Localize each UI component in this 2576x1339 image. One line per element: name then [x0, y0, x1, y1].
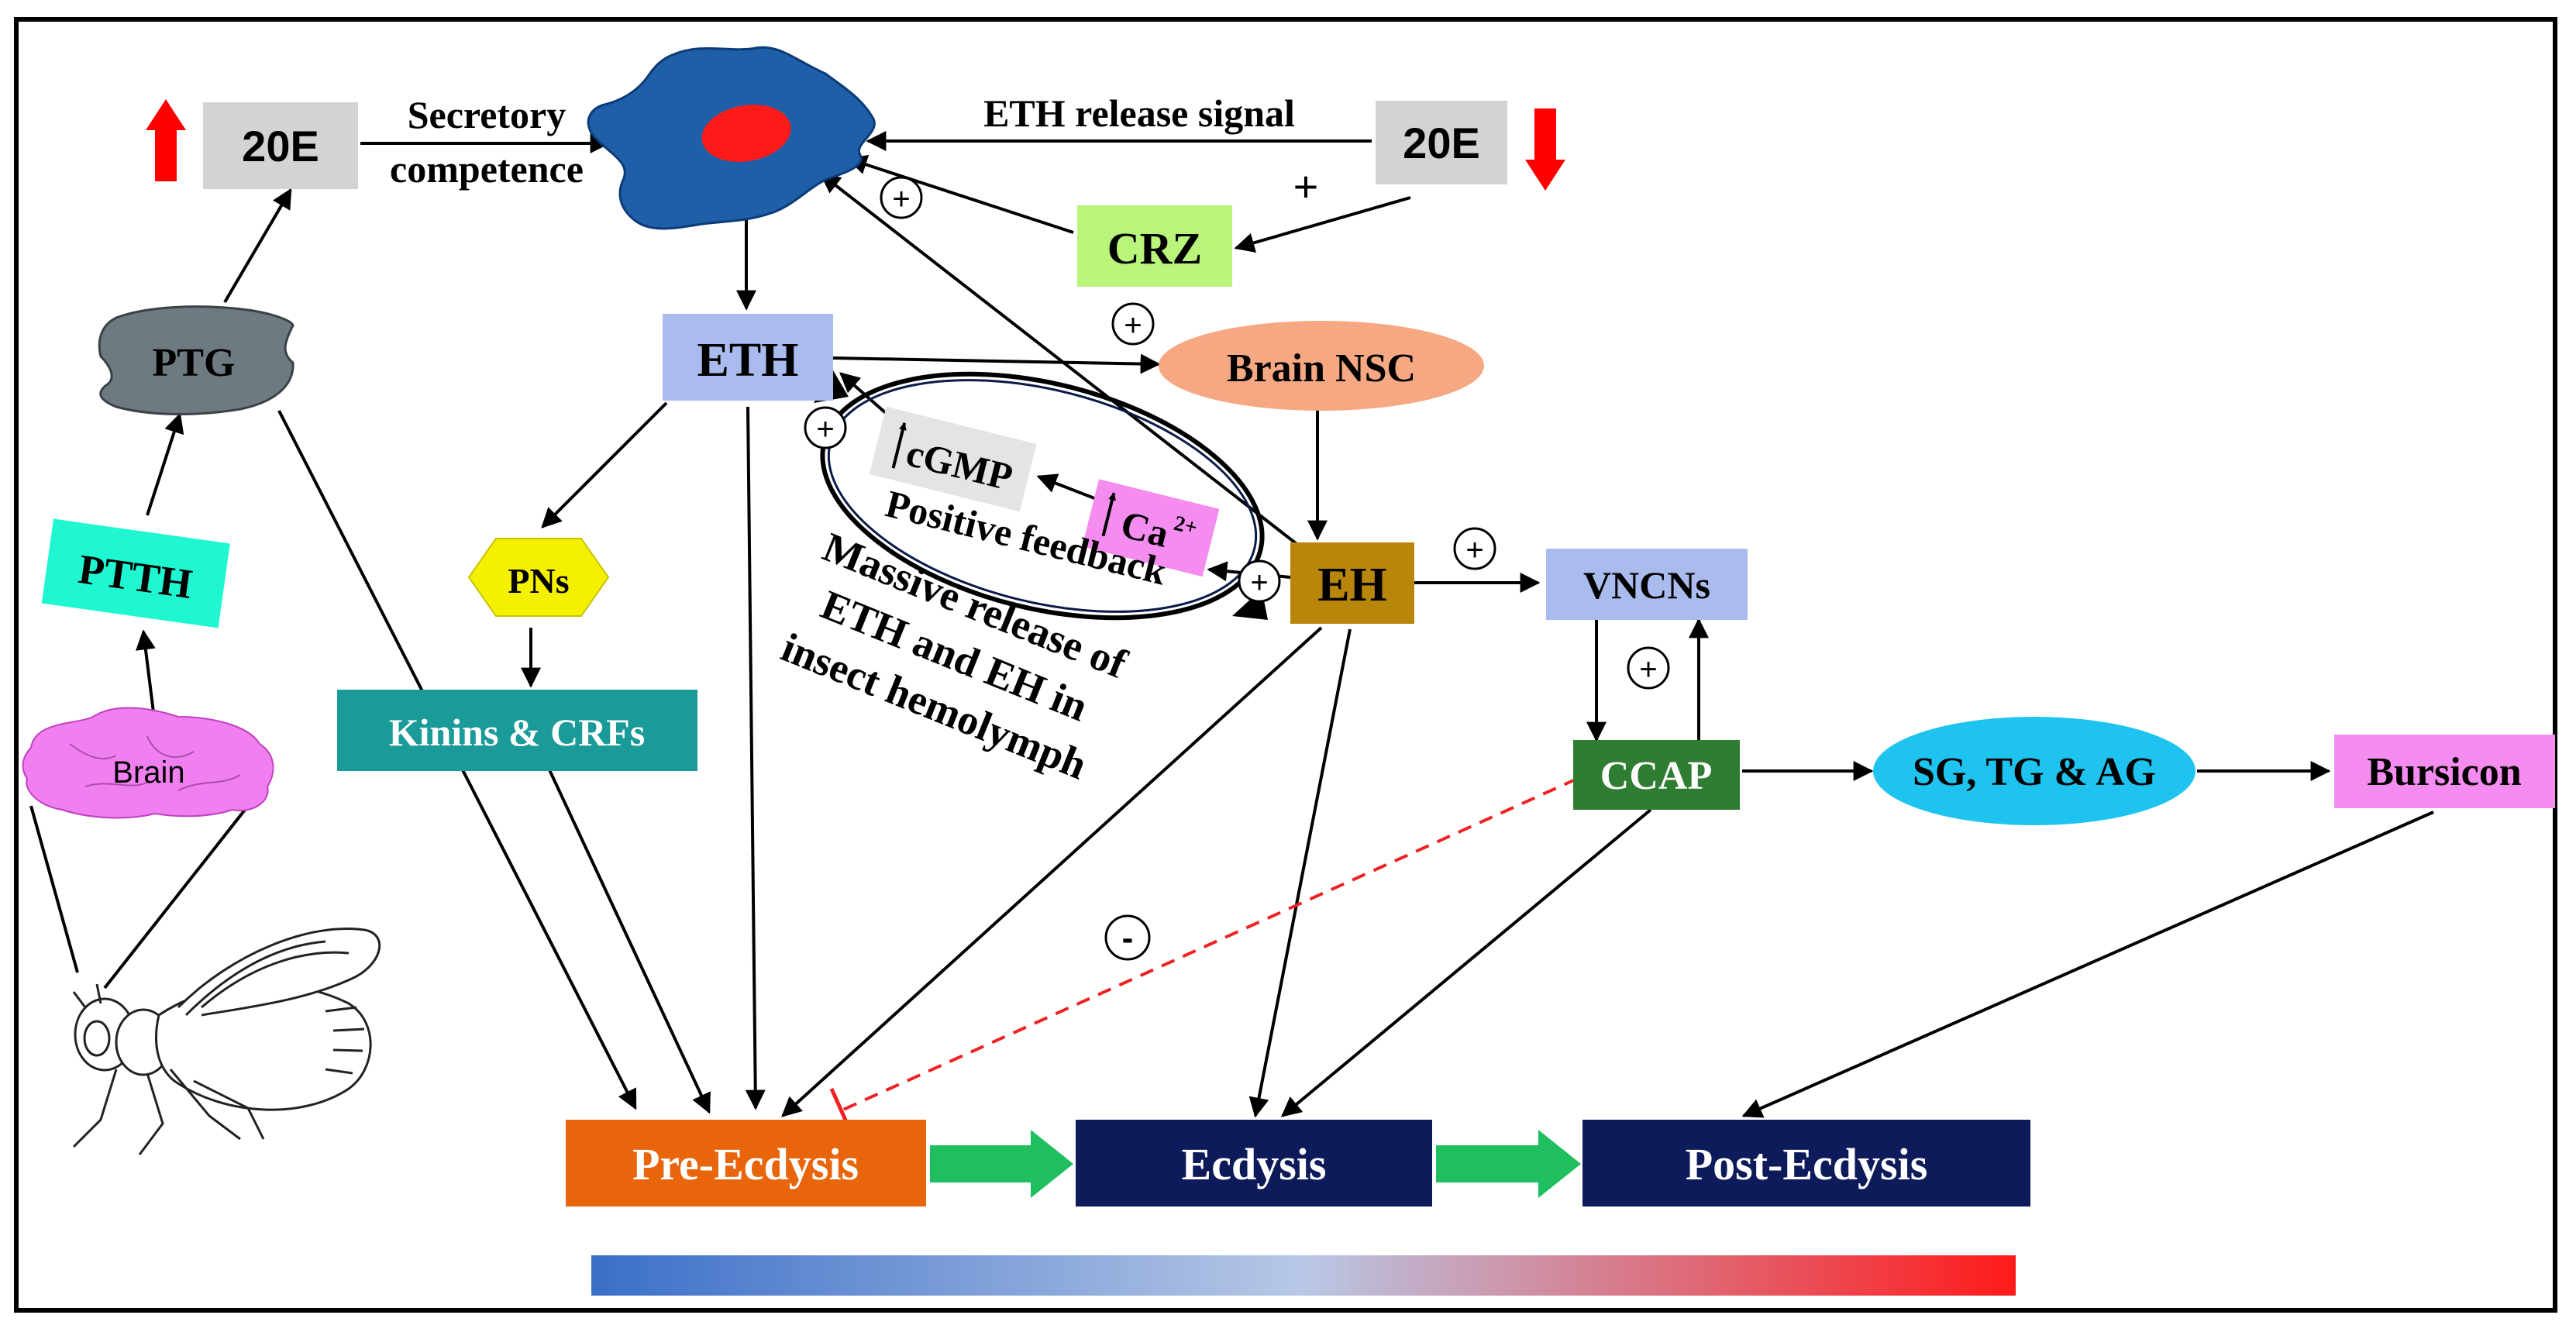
pre-ecdysis-label: Pre-Ecdysis	[632, 1139, 859, 1189]
up-arrow-icon	[146, 99, 186, 181]
fly-icon	[72, 928, 381, 1155]
green-arrow-1	[930, 1130, 1073, 1198]
figure-frame	[14, 17, 2557, 1313]
node-sg-tg-ag: SG, TG & AG	[1873, 717, 2195, 825]
node-eh: EH	[1290, 542, 1414, 624]
svg-text:+: +	[1250, 566, 1268, 600]
node-ptth: PTTH	[41, 518, 230, 628]
down-arrow-icon	[1525, 108, 1565, 191]
time-gradient-bar	[591, 1255, 2016, 1296]
eth-label: ETH	[697, 334, 799, 387]
plus-circle-eh-ca: +	[1238, 559, 1281, 603]
ca-superscript: 2+	[1172, 511, 1200, 540]
arrow-bursicon-to-postecdysis	[1741, 811, 2434, 1118]
node-brain: Brain	[22, 707, 274, 819]
inka-cell	[587, 46, 876, 230]
plus-circle-brainnsc: +	[1111, 302, 1155, 346]
arrow-ca-to-cgmp	[1036, 473, 1105, 504]
kinins-crfs-label: Kinins & CRFs	[389, 711, 646, 754]
node-vncns: VNCNs	[1546, 549, 1748, 620]
node-20e-right: 20E	[1376, 101, 1507, 184]
eh-label: EH	[1317, 559, 1387, 611]
bursicon-label: Bursicon	[2367, 750, 2521, 794]
node-brain-nsc: Brain NSC	[1159, 321, 1484, 411]
svg-text:+: +	[892, 182, 910, 216]
node-ccap: CCAP	[1573, 740, 1740, 810]
line-brain-to-fly-left	[29, 805, 79, 973]
arrow-eh-to-cell	[819, 173, 1311, 556]
arrow-20e-to-crz	[1234, 196, 1411, 253]
inhibition-ccap-preecdysis	[829, 777, 1578, 1125]
svg-text:+: +	[1639, 652, 1657, 687]
arrow-eth-to-pns	[541, 401, 668, 528]
arrow-brain-to-ptth	[136, 629, 157, 725]
arrow-ccap-to-ecdysis	[1281, 808, 1652, 1117]
20e-right-label: 20E	[1403, 119, 1480, 167]
arrow-crz-to-cell	[846, 154, 1074, 234]
stage-post-ecdysis: Post-Ecdysis	[1582, 1120, 2030, 1206]
20e-left-label: 20E	[242, 122, 319, 170]
plus-circle-vncns: +	[1453, 527, 1496, 570]
arrow-eh-to-preecdysis	[781, 626, 1323, 1117]
green-arrow-2	[1436, 1130, 1581, 1198]
arrow-ptth-to-ptg	[146, 412, 184, 516]
ecdysis-label: Ecdysis	[1182, 1139, 1327, 1189]
arrow-eth-to-brainnsc	[832, 353, 1161, 374]
stage-ecdysis: Ecdysis	[1076, 1120, 1432, 1206]
node-bursicon: Bursicon	[2334, 735, 2555, 808]
plus-label: +	[1293, 162, 1319, 211]
node-20e-left: 20E	[203, 102, 358, 189]
plus-circle-cell: +	[880, 176, 923, 219]
node-pns: PNs	[467, 538, 610, 617]
arrow-eh-to-ecdysis	[1248, 628, 1352, 1118]
node-crz: CRZ	[1077, 205, 1232, 287]
minus-circle-inhibition: -	[1104, 914, 1151, 961]
brain-nsc-label: Brain NSC	[1227, 346, 1416, 391]
svg-text:+: +	[816, 412, 834, 446]
pns-label: PNs	[508, 561, 569, 601]
arrow-eth-to-preecdysis	[745, 406, 766, 1110]
arrow-ptg-to-20e	[223, 188, 292, 304]
plus-circle-feedback: +	[804, 406, 847, 449]
stage-pre-ecdysis: Pre-Ecdysis	[566, 1120, 926, 1206]
connectors	[29, 131, 2434, 1118]
svg-text:+: +	[1465, 533, 1483, 567]
node-eth: ETH	[663, 314, 833, 401]
vncns-label: VNCNs	[1583, 563, 1710, 607]
secretory-label: Secretory	[408, 93, 567, 136]
eth-release-signal-label: ETH release signal	[983, 91, 1295, 135]
line-brain-to-fly-right	[103, 804, 250, 990]
crz-label: CRZ	[1107, 223, 1202, 274]
svg-text:+: +	[1124, 308, 1142, 342]
sg-tg-ag-label: SG, TG & AG	[1913, 750, 2156, 794]
plus-circle-ccap: +	[1627, 646, 1670, 690]
ptg-label: PTG	[153, 341, 236, 385]
node-kinins-crfs: Kinins & CRFs	[337, 690, 697, 771]
node-ca: Ca 2+	[1082, 479, 1220, 577]
brain-label: Brain	[112, 756, 184, 790]
post-ecdysis-label: Post-Ecdysis	[1686, 1139, 1928, 1189]
competence-label: competence	[390, 147, 584, 191]
ccap-label: CCAP	[1600, 754, 1712, 798]
arrow-kinins-to-preecdysis	[545, 762, 711, 1114]
svg-text:-: -	[1122, 919, 1134, 957]
node-ptg: PTG	[98, 305, 294, 415]
